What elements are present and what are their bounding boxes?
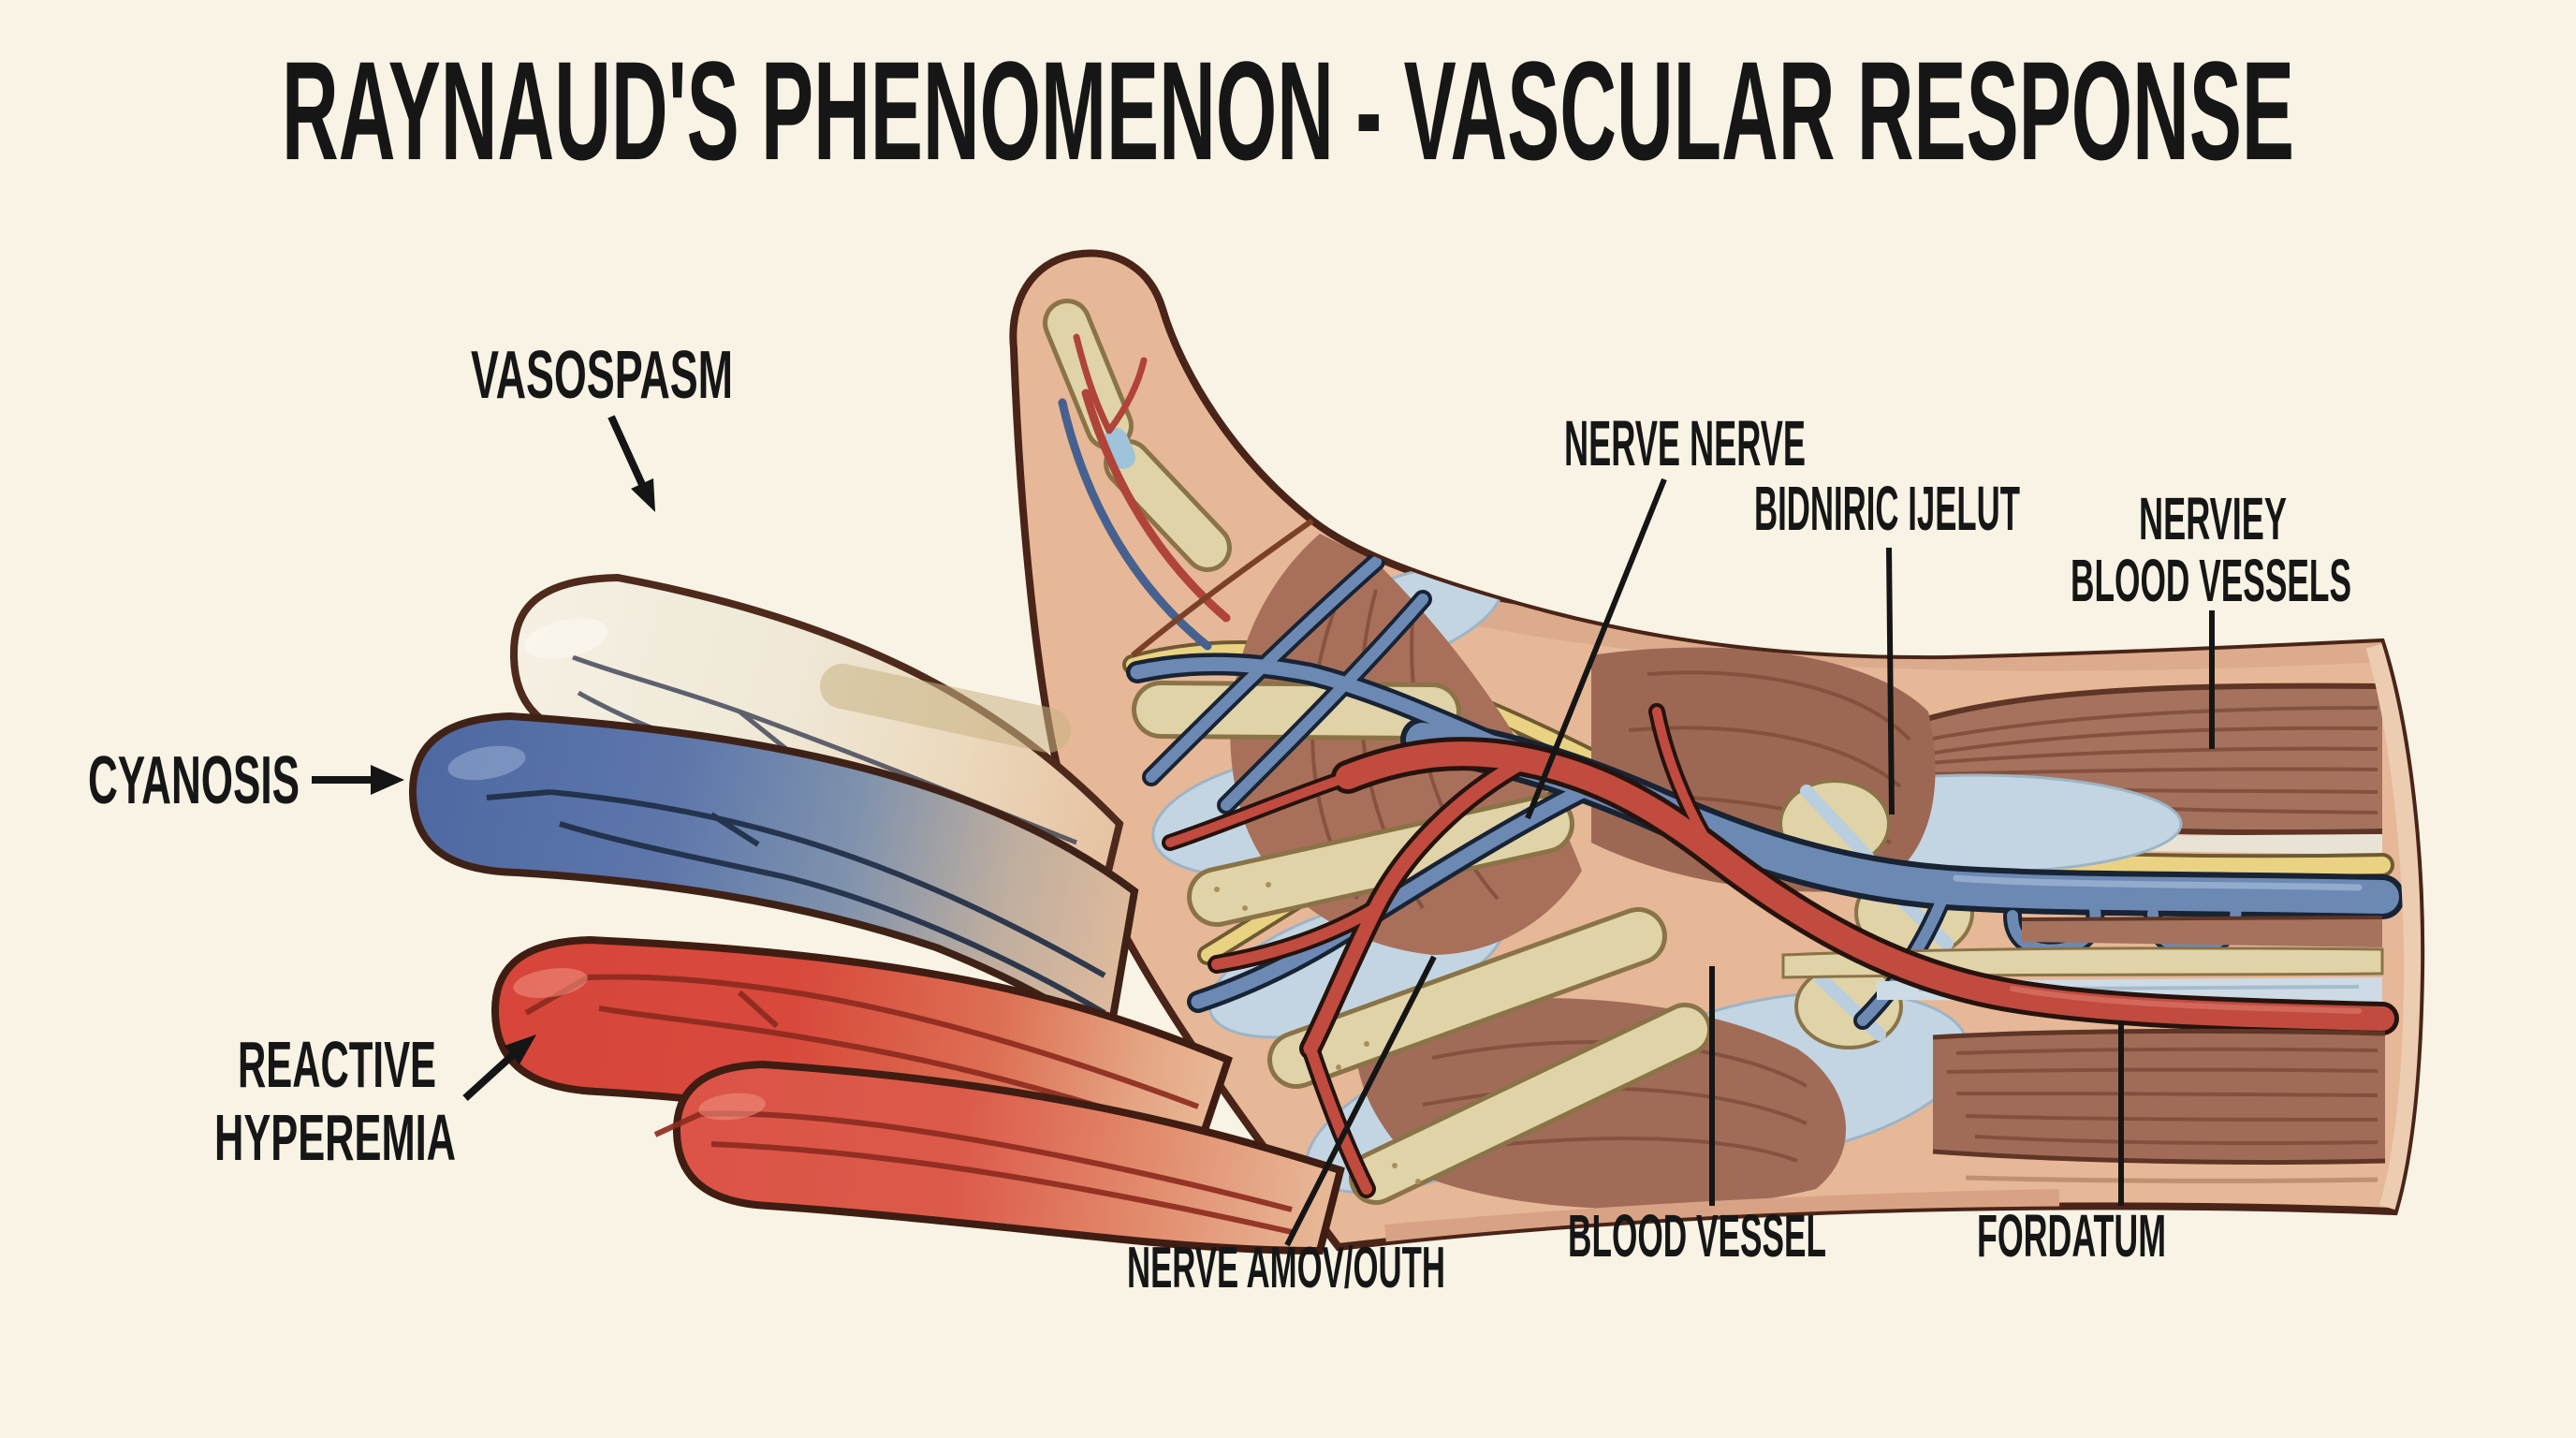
reactive-hyperemia-arrow — [462, 1034, 536, 1101]
label-vasospasm: VASOSPASM — [471, 338, 733, 413]
label-reactive: REACTIVE — [238, 1028, 436, 1101]
finger-hyperemia-lower — [653, 1060, 1345, 1255]
forearm-muscle-band-bottom — [1932, 1028, 2386, 1183]
label-hyperemia: HYPEREMIA — [214, 1101, 456, 1174]
annotations — [312, 415, 2215, 1247]
label-fordatum: FORDATUM — [1977, 1202, 2166, 1269]
nerve-nerve-leader — [1525, 477, 1667, 820]
palm-bottom-shading — [1384, 1189, 2060, 1243]
label-nerviey: NERVIEY — [2139, 485, 2287, 552]
label-nerve-amovouth: NERVE AMOV/OUTH — [1127, 1236, 1445, 1300]
vasospasm-arrow — [607, 415, 655, 512]
finger-cyanosis — [408, 712, 1139, 1047]
page-title: RAYNAUD'S PHENOMENON - VASCULAR RESPONSE — [282, 32, 2294, 189]
nerve-amovouth-leader — [1284, 955, 1437, 1247]
bidniric-leader — [1886, 547, 1895, 815]
label-nerviey-blood-vessels: BLOOD VESSELS — [2071, 547, 2351, 614]
label-nerve-nerve: NERVE NERVE — [1564, 407, 1806, 479]
thumb-web-fold — [1131, 518, 1314, 658]
label-cyanosis: CYANOSIS — [88, 743, 300, 818]
thumb-vessels — [1058, 333, 1231, 651]
label-blood-vessel: BLOOD VESSEL — [1568, 1202, 1826, 1269]
label-bidniric-ijelut: BIDNIRIC IJELUT — [1754, 474, 2020, 544]
forearm-cut-edge — [2365, 639, 2422, 1215]
labels: RAYNAUD'S PHENOMENON - VASCULAR RESPONSE… — [88, 32, 2351, 1300]
hand-illustration — [408, 249, 2425, 1255]
arteries-red — [1162, 703, 2399, 1198]
cyanosis-arrow — [312, 765, 404, 795]
